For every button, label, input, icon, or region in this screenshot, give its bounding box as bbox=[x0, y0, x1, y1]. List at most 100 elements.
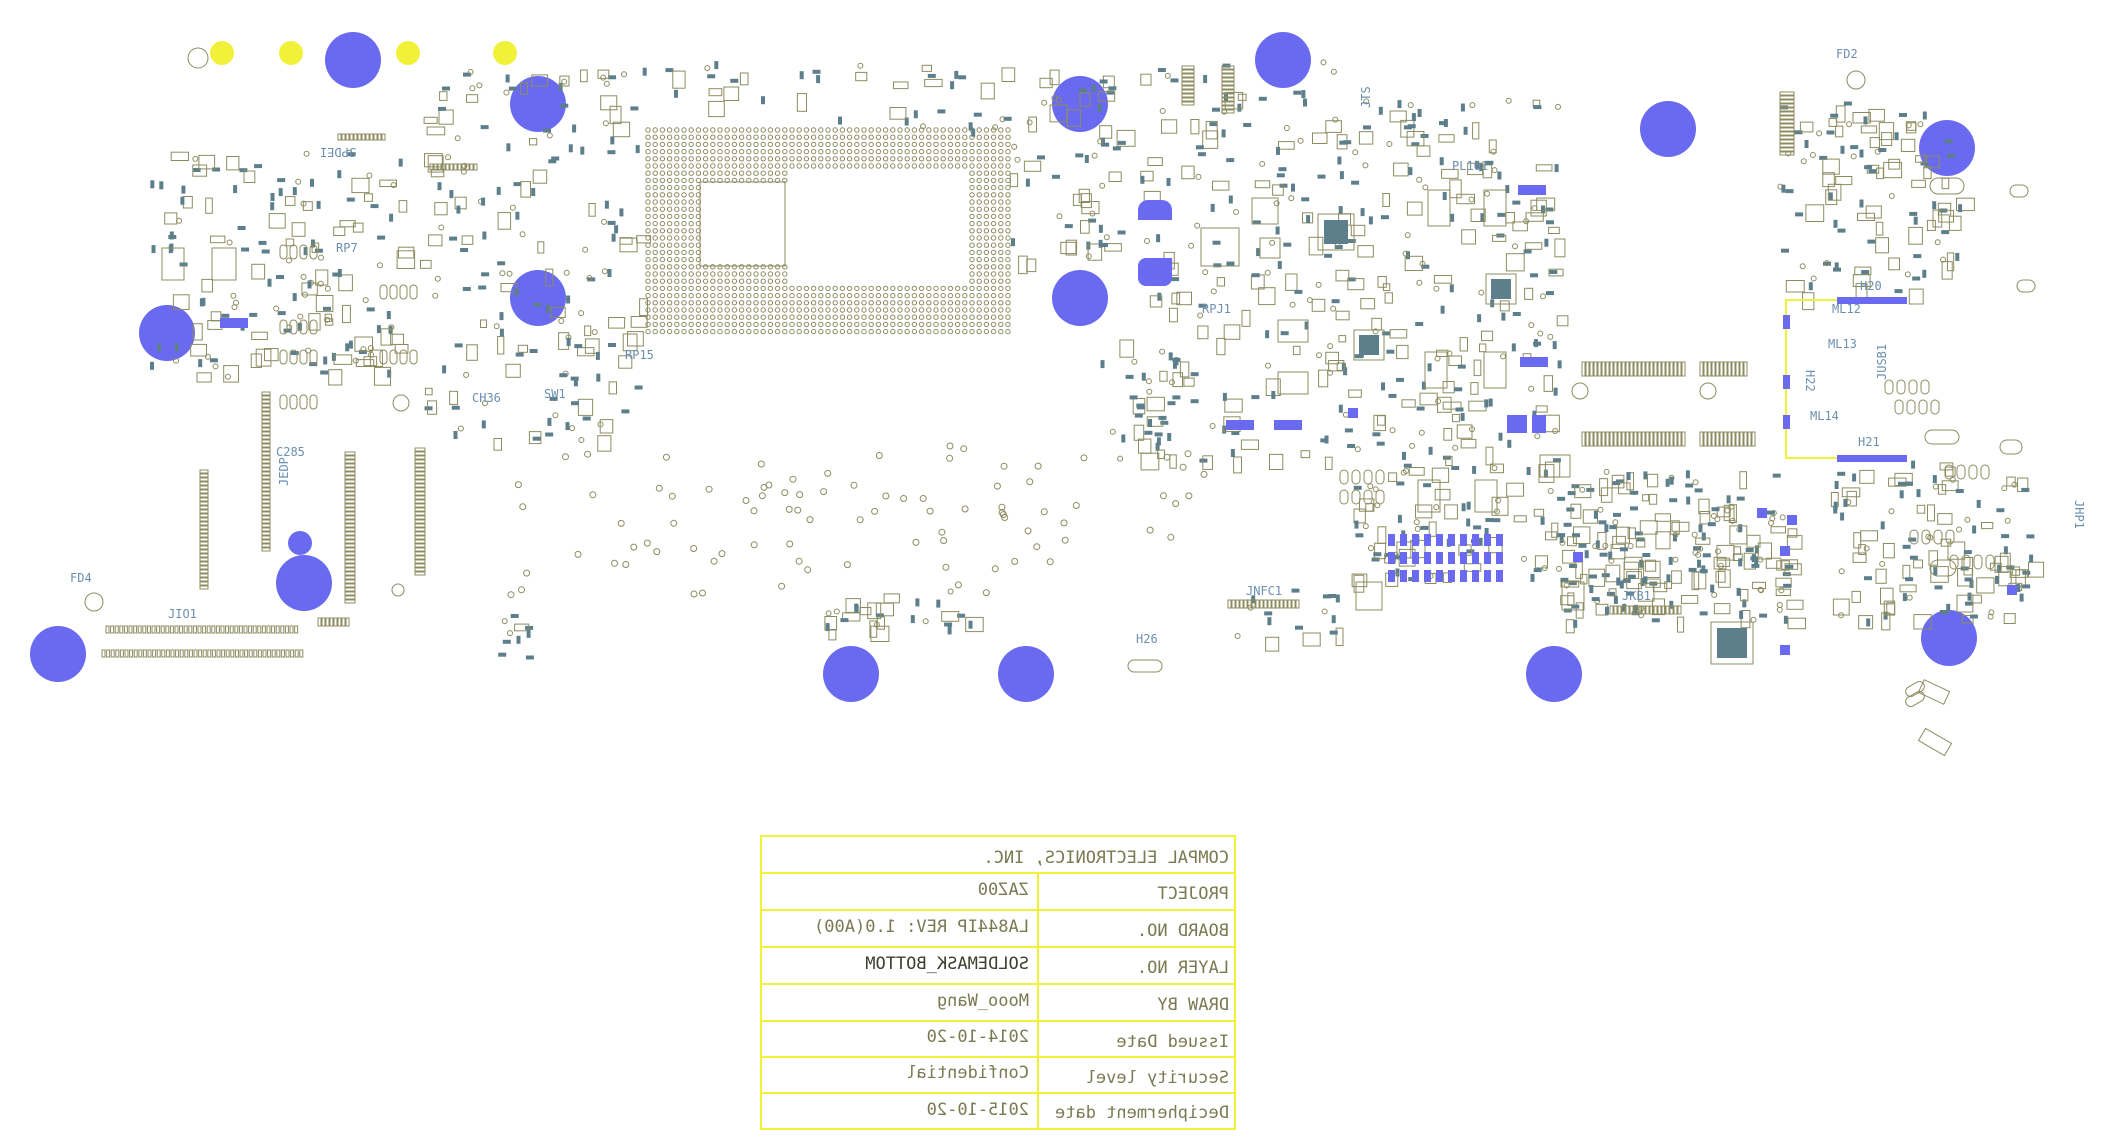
ic-soic[interactable] bbox=[1483, 351, 1507, 389]
connector-pin bbox=[1715, 361, 1720, 377]
bga-ball bbox=[846, 328, 853, 335]
ic-soic[interactable] bbox=[1539, 454, 1571, 478]
cpu-bga-footprint[interactable] bbox=[645, 127, 1011, 335]
connector-pin bbox=[1657, 605, 1662, 615]
ic-qfn[interactable] bbox=[1485, 273, 1517, 305]
component-outline bbox=[597, 435, 612, 452]
bga-ball bbox=[767, 134, 774, 140]
bga-ball bbox=[645, 242, 651, 248]
bga-ball bbox=[810, 307, 817, 313]
passive-pad bbox=[1403, 125, 1412, 130]
via bbox=[1540, 293, 1546, 300]
mounting-hole[interactable] bbox=[998, 646, 1054, 702]
passive-pad bbox=[198, 359, 203, 368]
bga-ball bbox=[717, 300, 723, 306]
ic-soic[interactable] bbox=[1277, 371, 1309, 395]
via bbox=[376, 262, 383, 269]
mounting-hole[interactable] bbox=[139, 305, 195, 361]
component-outline bbox=[1858, 544, 1866, 555]
passive-pad bbox=[249, 312, 258, 317]
passive-pad bbox=[1100, 243, 1108, 247]
via bbox=[561, 78, 568, 85]
connector-pin bbox=[199, 537, 209, 542]
mounting-hole[interactable] bbox=[1255, 32, 1311, 88]
via bbox=[454, 135, 461, 142]
ic-soic[interactable] bbox=[1251, 197, 1279, 225]
mounting-hole[interactable] bbox=[1640, 101, 1696, 157]
connector-pin bbox=[1707, 361, 1712, 377]
mounting-hole[interactable] bbox=[325, 32, 381, 88]
ic-soic[interactable] bbox=[1561, 581, 1585, 611]
mounting-hole[interactable] bbox=[510, 270, 566, 326]
mounting-hole[interactable] bbox=[823, 646, 879, 702]
bga-ball bbox=[882, 141, 889, 148]
bga-ball bbox=[702, 170, 709, 176]
component-outline bbox=[164, 212, 178, 225]
smd-pad bbox=[220, 318, 248, 328]
mounting-hole[interactable] bbox=[276, 555, 332, 611]
ic-soic[interactable] bbox=[211, 247, 237, 281]
ic-qfn[interactable] bbox=[1710, 621, 1754, 665]
bga-ball bbox=[746, 163, 752, 169]
via bbox=[1085, 253, 1092, 260]
ic-qfn[interactable] bbox=[1317, 213, 1355, 251]
mounting-hole[interactable] bbox=[1921, 610, 1977, 666]
passive-pad bbox=[596, 373, 601, 382]
bga-ball bbox=[904, 285, 910, 292]
bga-ball bbox=[1005, 271, 1011, 277]
slot-outline bbox=[2009, 184, 2029, 198]
bga-ball bbox=[674, 163, 680, 169]
passive-pad bbox=[1613, 595, 1618, 604]
passive-pad bbox=[1837, 471, 1846, 476]
battery-pad bbox=[1138, 258, 1172, 286]
ic-soic[interactable] bbox=[1483, 189, 1507, 227]
bga-ball bbox=[760, 285, 766, 292]
bga-ball bbox=[854, 321, 860, 328]
bga-ball bbox=[983, 127, 990, 133]
mounting-hole[interactable] bbox=[1526, 646, 1582, 702]
fiducial-mark bbox=[493, 41, 517, 65]
via bbox=[1159, 108, 1166, 114]
ic-soic[interactable] bbox=[1277, 319, 1309, 343]
passive-pad bbox=[973, 112, 982, 117]
bga-ball bbox=[926, 156, 932, 162]
bga-ball bbox=[846, 148, 853, 155]
passive-pad bbox=[1174, 357, 1179, 366]
bga-ball bbox=[854, 328, 860, 335]
ic-soic[interactable] bbox=[1259, 237, 1281, 259]
connector-pin bbox=[165, 625, 170, 634]
bga-ball bbox=[962, 321, 968, 328]
ic-soic[interactable] bbox=[1355, 581, 1383, 611]
mounting-hole[interactable] bbox=[1052, 270, 1108, 326]
slot-outline bbox=[2016, 279, 2036, 293]
ic-qfn[interactable] bbox=[1353, 329, 1385, 361]
connector-pin bbox=[414, 559, 426, 564]
test-point bbox=[514, 481, 522, 489]
ic-soic[interactable] bbox=[1417, 479, 1441, 513]
mounting-hole[interactable] bbox=[1919, 120, 1975, 176]
mounting-hole-small[interactable] bbox=[288, 531, 312, 555]
component-outline bbox=[1169, 454, 1177, 469]
bga-ball bbox=[760, 264, 766, 270]
mounting-hole[interactable] bbox=[510, 76, 566, 132]
via bbox=[1433, 504, 1440, 511]
component-outline bbox=[210, 311, 222, 322]
ic-soic[interactable] bbox=[161, 247, 185, 281]
component-outline bbox=[1328, 360, 1345, 372]
component-outline bbox=[1223, 324, 1241, 340]
ic-soic[interactable] bbox=[1200, 227, 1240, 267]
mounting-hole[interactable] bbox=[30, 626, 86, 682]
ic-soic[interactable] bbox=[1474, 479, 1498, 513]
connector-pin bbox=[142, 625, 147, 634]
bga-ball bbox=[983, 235, 990, 241]
component-outline bbox=[1258, 287, 1276, 306]
component-outline bbox=[529, 138, 538, 146]
bga-ball bbox=[645, 206, 651, 212]
component-outline bbox=[423, 116, 438, 124]
title-block: COMPAL ELECTRONICS, INC. PROJECT ZAZ00 B… bbox=[760, 835, 1236, 1130]
ic-soic[interactable] bbox=[1427, 189, 1451, 227]
bga-ball bbox=[818, 141, 824, 148]
bga-ball bbox=[782, 156, 788, 162]
smd-pad bbox=[1787, 515, 1797, 525]
ic-soic[interactable] bbox=[1424, 351, 1448, 389]
